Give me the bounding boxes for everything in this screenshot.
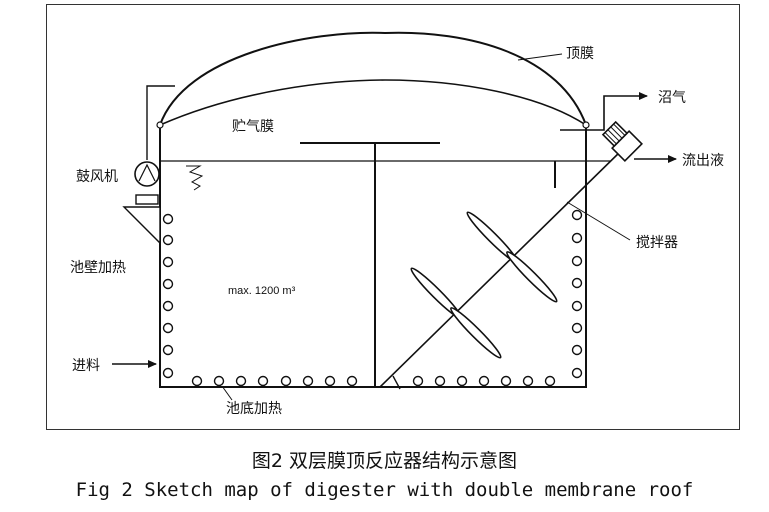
floor-coil [478,375,490,387]
wall-coil [162,256,174,268]
wall-coil [571,367,583,379]
wall-heating-coils [162,209,583,379]
gas-storage-membrane-label: 贮气膜 [232,119,274,135]
wall-coil [162,300,174,312]
capacity-label: max. 1200 m³ [228,285,296,297]
wall-coil [571,322,583,334]
wall-coil [162,234,174,246]
figure-frame [46,4,740,430]
floor-coil [456,375,468,387]
blower-base [135,194,159,205]
floor-coil [346,375,358,387]
blower-label: 鼓风机 [76,169,118,185]
floor-coil [522,375,534,387]
wall-coil [162,367,174,379]
floor-coil [191,375,203,387]
agitator-leader [566,201,631,241]
feed-inlet-label: 进料 [72,358,100,374]
membrane-anchor-right [582,121,590,129]
agitator-shaft-base [392,375,401,390]
bottom-heating-label: 池底加热 [226,401,282,417]
effluent-label: 流出液 [682,153,724,169]
figure-caption-english: Fig 2 Sketch map of digester with double… [75,479,694,501]
biogas-outlet-pipe [560,92,648,131]
floor-coil [434,375,446,387]
blower-icon-mark [138,163,156,182]
floor-coil [302,375,314,387]
wall-coil [571,255,583,267]
wall-coil [571,277,583,289]
wall-coil [571,209,583,221]
wall-coil [162,213,174,225]
wall-heating-label: 池壁加热 [70,260,126,276]
floor-coil [324,375,336,387]
floor-coil [500,375,512,387]
wall-coil [571,232,583,244]
digester-diagram: 沼气 流出液 搅拌器 鼓风机 [70,31,724,417]
gas-storage-membrane [159,79,587,126]
floor-coil [544,375,556,387]
blower-air-line [146,85,175,160]
wall-coil [571,300,583,312]
agitator-motor [601,120,643,162]
wall-coil [571,344,583,356]
floor-coil [412,375,424,387]
agitator-blade-lower [410,267,502,359]
tank-body [159,125,587,388]
figure-caption-chinese: 图2 双层膜顶反应器结构示意图 [251,450,518,472]
bottom-heating-leader [221,385,233,401]
top-membrane [159,31,587,126]
floor-heating-coils [191,375,556,387]
membrane-anchor-left [156,121,164,129]
floor-coil [280,375,292,387]
floor-coil [257,375,269,387]
wall-coil [162,344,174,356]
floor-coil [213,375,225,387]
blower-icon [134,161,160,187]
liquid-surface-mark [186,165,204,191]
biogas-label: 沼气 [658,90,686,106]
floor-coil [235,375,247,387]
top-membrane-label: 顶膜 [566,46,594,62]
wall-coil [162,322,174,334]
blower-bracket [122,206,161,245]
top-membrane-leader [517,53,563,61]
agitator-label: 搅拌器 [636,235,678,251]
wall-coil [162,278,174,290]
agitator-shaft [379,147,625,388]
